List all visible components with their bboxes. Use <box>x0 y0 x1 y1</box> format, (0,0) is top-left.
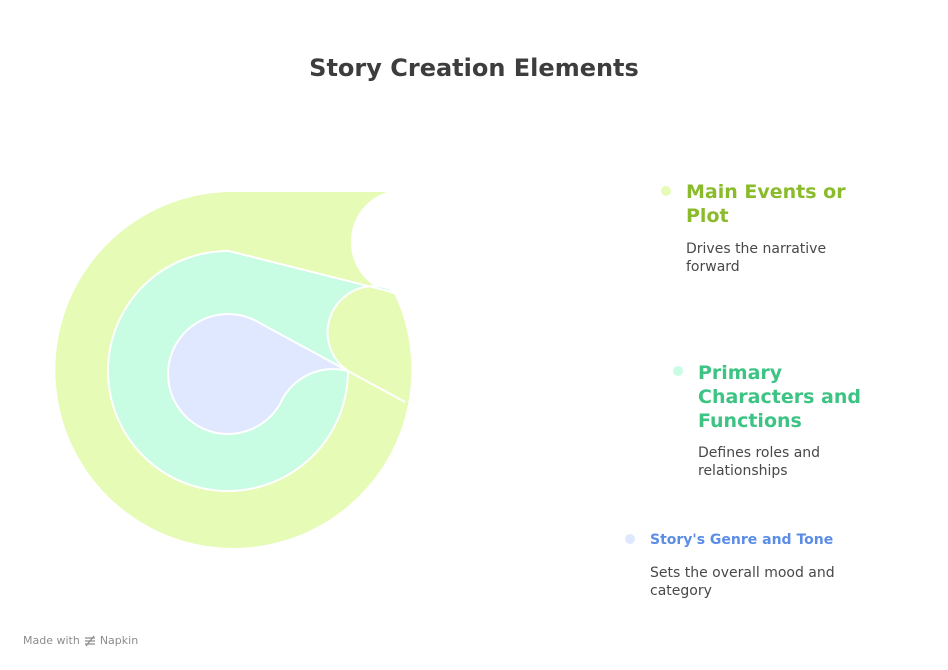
legend-desc-plot: Drives the narrative forward <box>686 241 827 275</box>
footer-attribution: Made with Napkin <box>23 634 138 647</box>
legend-desc-genre: Sets the overall mood and category <box>650 565 835 599</box>
legend-title-plot: Main Events or Plot <box>686 181 846 227</box>
layer-connector-line <box>347 370 406 403</box>
napkin-logo-icon <box>84 635 95 646</box>
legend-dot-plot <box>661 186 671 196</box>
footer-made-with: Made with <box>23 634 80 647</box>
legend-dot-genre <box>625 534 635 544</box>
legend-title-characters: Primary Characters and Functions <box>698 362 861 432</box>
legend-desc-characters: Defines roles and relationships <box>698 445 821 479</box>
legend-title-genre: Story's Genre and Tone <box>650 532 834 548</box>
diagram-title: Story Creation Elements <box>309 54 639 82</box>
footer-brand: Napkin <box>99 634 139 647</box>
inner-layer-genre <box>167 312 349 435</box>
legend-dot-characters <box>673 366 683 376</box>
